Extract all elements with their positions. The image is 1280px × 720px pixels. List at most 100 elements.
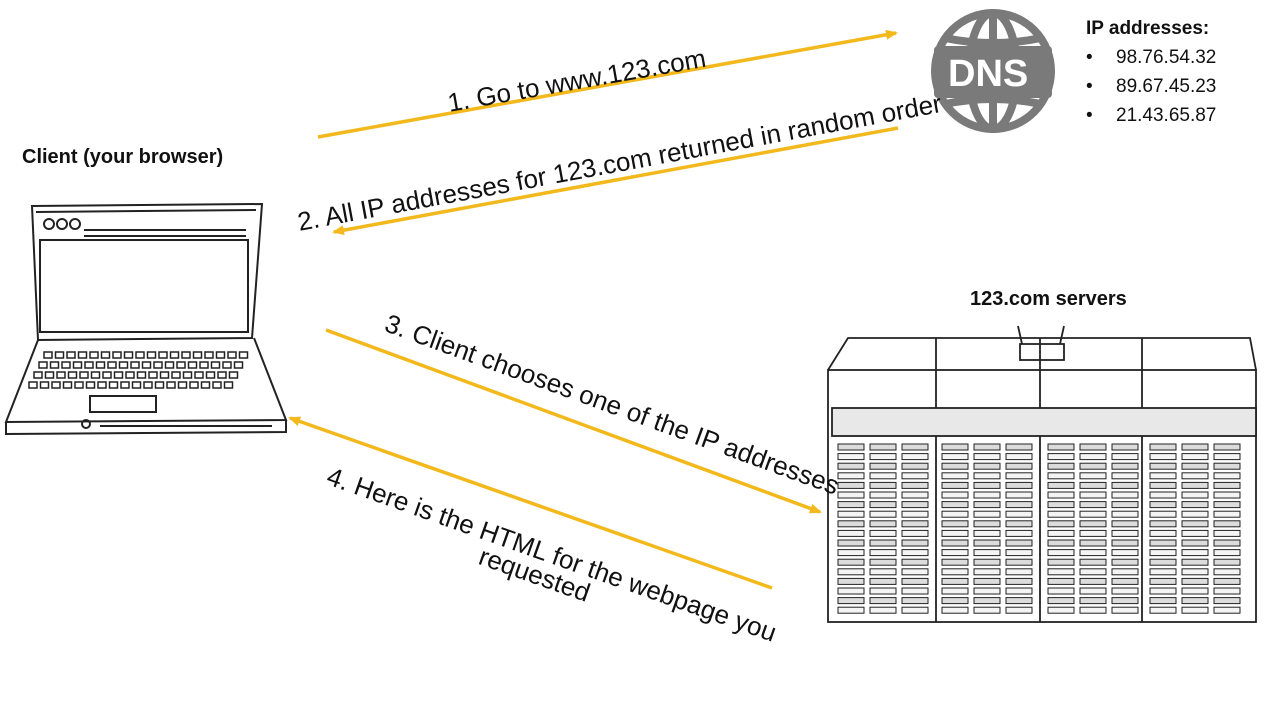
server-unit	[1079, 462, 1107, 470]
keyboard-key	[204, 351, 214, 359]
server-unit	[973, 587, 1001, 595]
server-unit	[901, 472, 929, 480]
server-unit	[901, 558, 929, 566]
server-unit	[1111, 453, 1139, 461]
server-unit	[1005, 568, 1033, 576]
keyboard-key	[118, 361, 129, 369]
server-unit	[1047, 481, 1075, 489]
server-unit	[1181, 597, 1209, 605]
server-unit	[901, 453, 929, 461]
server-unit	[1111, 501, 1139, 509]
server-unit	[869, 568, 897, 576]
server-unit	[941, 577, 969, 585]
server-unit	[901, 577, 929, 585]
server-unit	[869, 520, 897, 528]
server-rack-sketch	[827, 325, 1257, 623]
server-unit	[1005, 462, 1033, 470]
server-unit	[1005, 549, 1033, 557]
server-unit	[1181, 539, 1209, 547]
server-unit	[941, 558, 969, 566]
server-unit	[1047, 491, 1075, 499]
server-unit	[1149, 510, 1177, 518]
server-unit	[1213, 577, 1241, 585]
server-unit	[1111, 520, 1139, 528]
keyboard-key	[61, 361, 71, 369]
server-unit	[1181, 606, 1209, 614]
server-unit	[1149, 520, 1177, 528]
keyboard-key	[199, 361, 209, 369]
server-unit	[1111, 491, 1139, 499]
keyboard-key	[176, 361, 186, 369]
keyboard-key	[85, 381, 96, 389]
keyboard-key	[79, 371, 89, 379]
ip-item: •98.76.54.32	[1086, 43, 1216, 72]
server-unit	[1213, 501, 1241, 509]
server-unit	[1047, 568, 1075, 576]
keyboard-key	[146, 351, 157, 359]
server-unit	[1149, 462, 1177, 470]
server-unit	[1047, 520, 1075, 528]
server-unit	[973, 501, 1001, 509]
keyboard-key	[90, 371, 101, 379]
server-unit	[1047, 529, 1075, 537]
server-unit	[1149, 587, 1177, 595]
server-unit	[901, 539, 929, 547]
keyboard-key	[187, 361, 198, 369]
keyboard-key	[169, 351, 180, 359]
server-unit	[1111, 597, 1139, 605]
server-unit	[1181, 453, 1209, 461]
server-unit	[1149, 491, 1177, 499]
server-unit	[1213, 443, 1241, 451]
keyboard-key	[223, 381, 234, 389]
server-unit	[941, 606, 969, 614]
server-unit	[973, 472, 1001, 480]
server-unit	[901, 549, 929, 557]
server-unit	[869, 462, 897, 470]
server-unit	[1111, 577, 1139, 585]
keyboard-key	[141, 361, 152, 369]
ip-list-title: IP addresses:	[1086, 18, 1210, 39]
server-unit	[1149, 472, 1177, 480]
keyboard-key	[62, 381, 73, 389]
server-unit	[1005, 539, 1033, 547]
keyboard-key	[164, 361, 175, 369]
server-unit	[869, 539, 897, 547]
server-unit	[1149, 597, 1177, 605]
client-label: Client (your browser)	[22, 146, 224, 168]
server-unit	[837, 606, 865, 614]
keyboard-key	[28, 381, 38, 389]
server-unit	[1005, 481, 1033, 489]
server-unit	[837, 443, 865, 451]
server-unit	[901, 529, 929, 537]
server-unit	[837, 481, 865, 489]
arrow-step3	[325, 328, 822, 514]
keyboard-key	[212, 381, 222, 389]
server-unit	[1111, 529, 1139, 537]
server-unit	[1047, 606, 1075, 614]
keyboard-key	[200, 381, 211, 389]
server-unit	[1079, 587, 1107, 595]
server-unit	[837, 549, 865, 557]
server-unit	[941, 510, 969, 518]
server-unit	[973, 481, 1001, 489]
server-unit	[837, 462, 865, 470]
server-unit	[1111, 510, 1139, 518]
keyboard-key	[233, 361, 244, 369]
server-unit	[869, 577, 897, 585]
server-unit	[837, 539, 865, 547]
server-unit	[1079, 597, 1107, 605]
server-unit	[837, 491, 865, 499]
keyboard-key	[44, 371, 55, 379]
server-unit	[837, 558, 865, 566]
keyboard-key	[77, 351, 88, 359]
keyboard-key	[84, 361, 94, 369]
server-unit	[1213, 549, 1241, 557]
server-unit	[1079, 501, 1107, 509]
server-unit	[1047, 443, 1075, 451]
keyboard-key	[49, 361, 60, 369]
server-unit	[973, 568, 1001, 576]
keyboard-key	[143, 381, 153, 389]
server-unit	[1149, 558, 1177, 566]
server-unit	[837, 587, 865, 595]
server-unit	[1181, 510, 1209, 518]
